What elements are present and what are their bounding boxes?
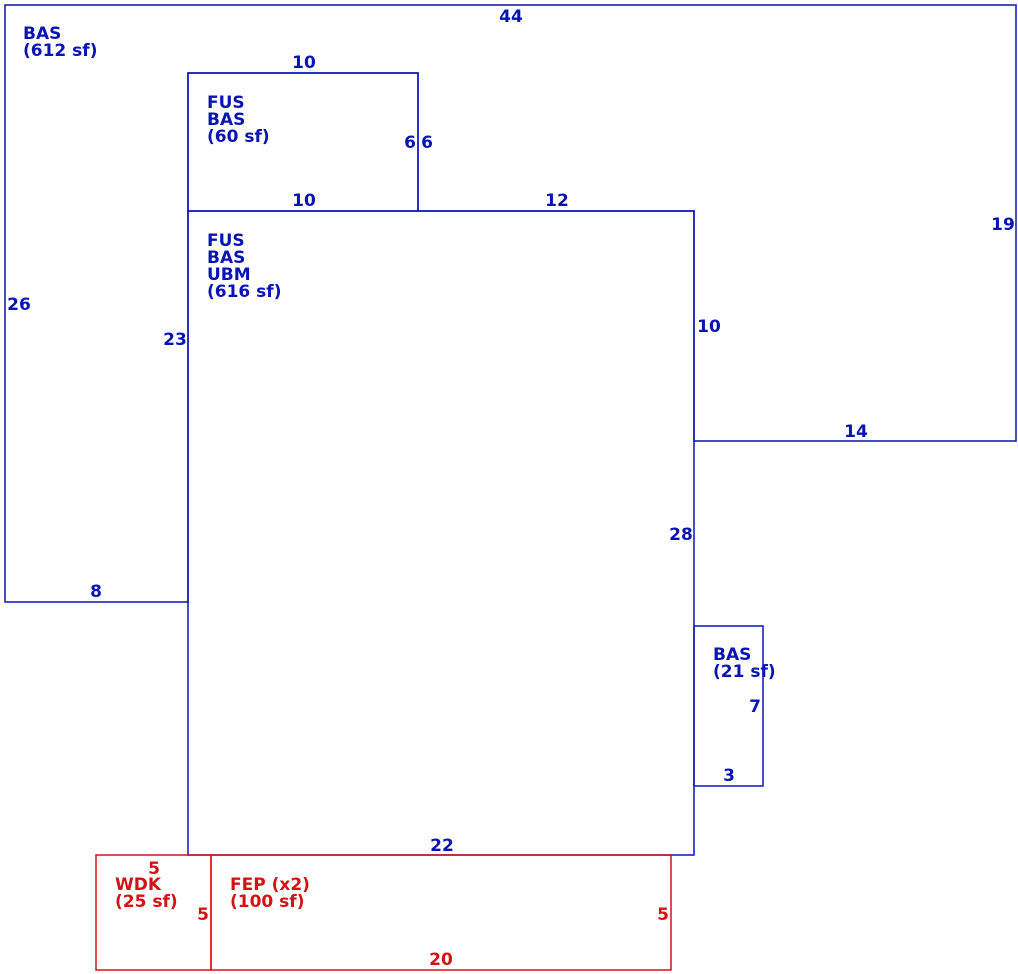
dim-bas-bottom-left: 8 [90,582,102,602]
dim-wdk-right: 5 [197,905,209,925]
dim-fep-right: 5 [657,905,669,925]
dim-bas-inner-right: 10 [697,317,721,337]
dim-fep-bottom: 20 [429,950,453,970]
bas-small-outline [693,625,764,787]
bas-main-outline [4,4,1017,603]
fus-main-label: FUS BAS UBM (616 sf) [207,231,281,302]
fep-outline [210,854,672,971]
dim-fus-main-top-right: 12 [545,191,569,211]
dim-wdk-top: 5 [148,859,160,879]
dim-fus-main-left: 23 [163,330,187,350]
fus-main-outline [187,210,695,856]
fep-label: FEP (x2) (100 sf) [230,875,316,912]
dim-fus-small-side-a: 6 [404,133,416,153]
dim-bas-right: 19 [991,215,1015,235]
bas-small-label: BAS (21 sf) [713,645,776,682]
dim-bas-inner-bottom: 14 [844,422,868,442]
dim-fus-main-bottom: 22 [430,836,454,856]
dim-fus-small-top: 10 [292,53,316,73]
dim-bas-small-bottom: 3 [723,766,735,786]
dim-fus-main-right: 28 [669,525,693,545]
dim-bas-small-right: 7 [749,697,761,717]
fus-small-label: FUS BAS (60 sf) [207,93,270,147]
dim-bas-left: 26 [7,295,31,315]
dim-fus-small-bottom: 10 [292,191,316,211]
dim-bas-top: 44 [499,7,523,27]
bas-main-label: BAS (612 sf) [23,24,97,61]
wdk-label: WDK (25 sf) [115,875,178,912]
dim-fus-small-side-b: 6 [421,133,433,153]
